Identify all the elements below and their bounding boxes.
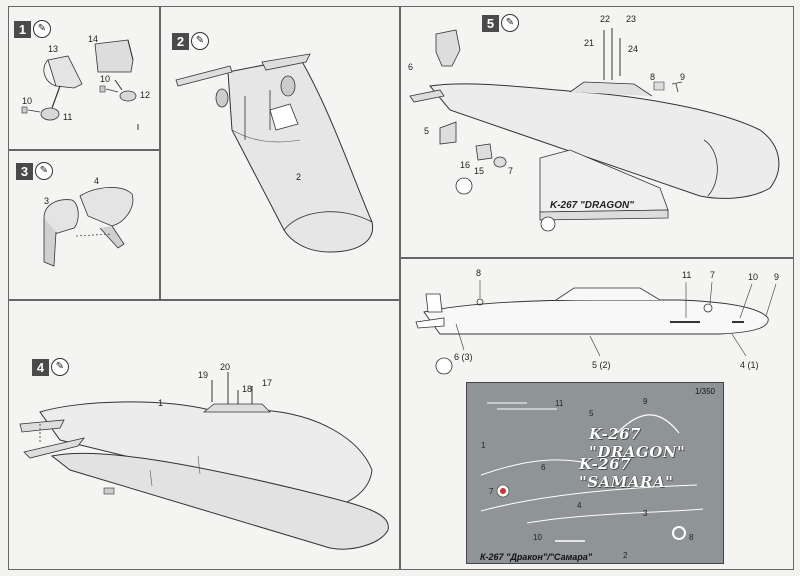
decal-label: 7 (710, 270, 716, 280)
step-number: 4 (32, 358, 49, 376)
decal-number: 1 (481, 441, 486, 450)
step-3-panel (8, 150, 160, 300)
step-3-badge: 3 ✎ (16, 162, 53, 180)
part-label: 5 (424, 126, 430, 136)
step-number: 2 (172, 32, 189, 50)
part-label: 22 (600, 14, 611, 24)
part-label: 6 (408, 62, 414, 72)
part-label: 12 (140, 90, 151, 100)
glue-icon: ✎ (35, 162, 53, 180)
part-label: 19 (198, 370, 209, 380)
step-number: 3 (16, 162, 33, 180)
decal-label: 5 (2) (592, 360, 611, 370)
glue-icon: ✎ (501, 14, 519, 32)
decal-scale: 1/350 (694, 387, 715, 396)
stand-label: K-267 "DRAGON" (550, 200, 634, 211)
part-label: 15 (474, 166, 485, 176)
glue-icon: ✎ (33, 20, 51, 38)
part-label: 4 (94, 176, 100, 186)
step-number: 1 (14, 20, 31, 38)
decal-label: 8 (476, 268, 482, 278)
step-5-badge: 5 ✎ (482, 14, 519, 32)
part-label: 21 (584, 38, 595, 48)
part-label: 7 (508, 166, 514, 176)
step-2-badge: 2 ✎ (172, 32, 209, 50)
decal-label: 4 (1) (740, 360, 759, 370)
decal-number: 11 (555, 399, 564, 408)
decal-sheet-footer: К-267 "Дракон"/"Самара" (480, 552, 593, 562)
decal-number: 8 (689, 533, 694, 542)
part-label: 23 (626, 14, 637, 24)
part-label: 2 (296, 172, 302, 182)
step-1-badge: 1 ✎ (14, 20, 51, 38)
part-label: 20 (220, 362, 231, 372)
part-label: 13 (48, 44, 59, 54)
part-label: 9 (680, 72, 686, 82)
decal-label: 10 (748, 272, 759, 282)
decal-name-samara: K-267 "SAMARA" (579, 455, 674, 491)
decal-number: 6 (541, 463, 546, 472)
decal-label: 9 (774, 272, 780, 282)
part-label: 8 (650, 72, 656, 82)
decal-number: 7 (489, 487, 494, 496)
decal-number: 4 (577, 501, 582, 510)
part-label: 10 (100, 74, 111, 84)
part-label: 1 (158, 398, 164, 408)
part-label: 14 (88, 34, 99, 44)
decal-number: 2 (623, 551, 628, 560)
part-label: 16 (460, 160, 471, 170)
part-label: 18 (242, 384, 253, 394)
decal-number: 3 (643, 509, 648, 518)
decal-lines (480, 402, 704, 542)
part-label: 10 (22, 96, 33, 106)
glue-icon: ✎ (191, 32, 209, 50)
decal-number: 10 (533, 533, 542, 542)
part-label: 11 (63, 112, 73, 122)
decal-name-dragon: K-267 "DRAGON" (589, 425, 686, 461)
part-label: 17 (262, 378, 273, 388)
decal-number: 5 (589, 409, 594, 418)
decal-number: 9 (643, 397, 648, 406)
glue-icon: ✎ (51, 358, 69, 376)
decal-label: 11 (682, 270, 692, 280)
decal-label: 6 (3) (454, 352, 473, 362)
step-4-badge: 4 ✎ (32, 358, 69, 376)
part-label: 3 (44, 196, 50, 206)
decal-sheet: 1/350 K-267 "DRAGON" K-267 "SAMARA" 11 5… (466, 382, 724, 564)
part-label: 24 (628, 44, 639, 54)
step-number: 5 (482, 14, 499, 32)
